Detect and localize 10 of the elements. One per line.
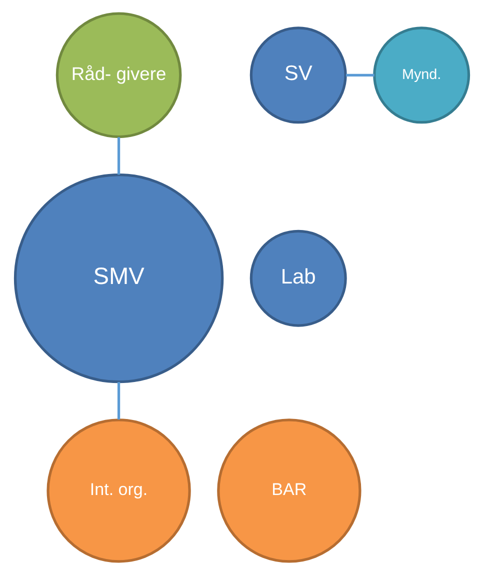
node-circle: BAR bbox=[217, 418, 362, 563]
node-circle: SV bbox=[250, 26, 347, 124]
node-circle: Lab bbox=[250, 230, 347, 327]
connector bbox=[117, 137, 120, 175]
node-circle: SMV bbox=[14, 173, 224, 384]
connector bbox=[117, 382, 120, 420]
connector bbox=[346, 74, 374, 76]
node-circle: Int. org. bbox=[46, 418, 191, 563]
node-circle: Mynd. bbox=[373, 26, 470, 124]
node-circle: Råd- givere bbox=[56, 12, 182, 138]
